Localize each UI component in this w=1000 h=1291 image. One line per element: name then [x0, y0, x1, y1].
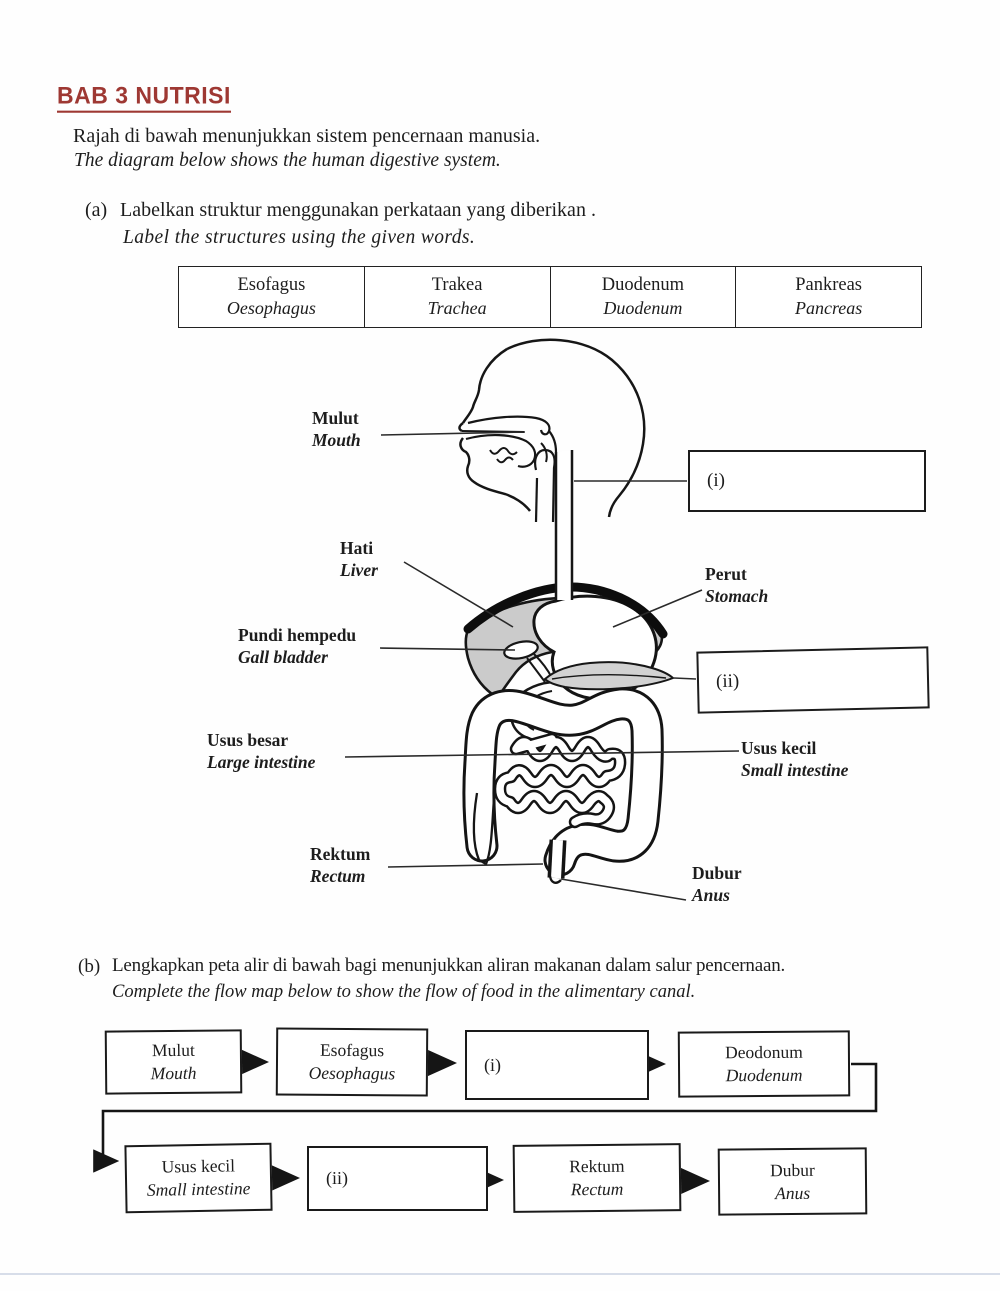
anus-pointer-line	[560, 878, 687, 901]
rectum-shape	[547, 839, 567, 884]
word-bank-cell-trakea: Trakea Trachea	[365, 267, 551, 327]
flow-box-blank-i: (i)	[465, 1030, 649, 1100]
intro-text-english: The diagram below shows the human digest…	[74, 150, 501, 171]
diagram-label-rectum: Rektum Rectum	[310, 844, 371, 886]
word-bank-table: Esofagus Oesophagus Trakea Trachea Duode…	[178, 266, 922, 328]
word-malay: Trakea	[431, 275, 483, 295]
rectum-pointer-line	[387, 863, 544, 868]
appendix-shape	[472, 792, 496, 866]
word-bank-cell-esofagus: Esofagus Oesophagus	[179, 267, 365, 327]
diagram-label-stomach: Perut Stomach	[705, 564, 769, 606]
word-malay: Pankreas	[795, 275, 863, 295]
answer-box-i-label: (i)	[707, 470, 725, 491]
flow-box-mulut: Mulut Mouth	[104, 1029, 243, 1095]
word-bank-cell-pankreas: Pankreas Pancreas	[736, 267, 921, 327]
part-b-label: (b)	[78, 956, 101, 977]
esophagus-shape	[554, 450, 574, 600]
diagram-label-large-intestine: Usus besar Large intestine	[207, 730, 316, 772]
intestine-pointer-line	[344, 750, 740, 758]
flow-wrap-connector	[93, 1062, 878, 1173]
part-a-instruction-english: Label the structures using the given wor…	[123, 227, 476, 248]
chapter-title: BAB 3 NUTRISI	[57, 81, 231, 113]
diagram-label-mouth: Mulut Mouth	[312, 408, 361, 450]
flow-box-esofagus: Esofagus Oesophagus	[275, 1027, 429, 1097]
diagram-label-anus: Dubur Anus	[692, 863, 742, 905]
diagram-label-gall-bladder: Pundi hempedu Gall bladder	[238, 625, 357, 667]
answer-box-ii: (ii)	[696, 646, 930, 714]
gall-bladder-shape	[503, 640, 539, 660]
part-a-instruction-malay: Labelkan struktur menggunakan perkataan …	[120, 199, 596, 221]
pancreas-midline	[551, 674, 667, 680]
head-profile	[458, 338, 646, 523]
flow-box-deodonum: Deodonum Duodenum	[677, 1030, 851, 1098]
diagram-label-small-intestine: Usus kecil Small intestine	[741, 738, 849, 780]
word-english: Oesophagus	[226, 298, 316, 318]
flow-box-dubur: Dubur Anus	[717, 1147, 868, 1216]
flow-box-blank-ii: (ii)	[307, 1146, 488, 1211]
small-intestine-shape	[493, 732, 627, 829]
large-intestine-shape	[462, 687, 664, 877]
word-english: Trachea	[427, 298, 487, 318]
answer-ii-pointer-line	[673, 677, 697, 680]
word-malay: Esofagus	[237, 275, 306, 295]
answer-box-ii-label: (ii)	[715, 670, 740, 693]
gall-bladder-pointer-line	[379, 647, 516, 651]
part-b-instruction-english: Complete the flow map below to show the …	[112, 982, 696, 1002]
pancreas-shape	[543, 661, 675, 691]
word-bank-cell-duodenum: Duodenum Duodenum	[551, 267, 737, 327]
flow-box-usus-kecil: Usus kecil Small intestine	[124, 1142, 273, 1214]
word-english: Duodenum	[603, 298, 683, 318]
part-b-instruction-malay: Lengkapkan peta alir di bawah bagi menun…	[112, 955, 786, 976]
digestive-system-diagram	[344, 338, 740, 901]
word-malay: Duodenum	[601, 275, 684, 295]
liver-pointer-line	[403, 561, 514, 628]
part-a-label: (a)	[85, 199, 108, 221]
diagram-label-liver: Hati Liver	[340, 538, 378, 580]
word-english: Pancreas	[794, 298, 863, 318]
label-pointer-lines	[344, 431, 740, 901]
mouth-pointer-line	[380, 431, 526, 436]
intro-text-malay: Rajah di bawah menunjukkan sistem pencer…	[73, 125, 541, 147]
page-bottom-edge-line	[0, 1273, 1000, 1275]
stomach-pointer-line	[612, 589, 703, 628]
answer-box-i: (i)	[688, 450, 926, 512]
flow-box-rektum: Rektum Rectum	[512, 1143, 682, 1213]
